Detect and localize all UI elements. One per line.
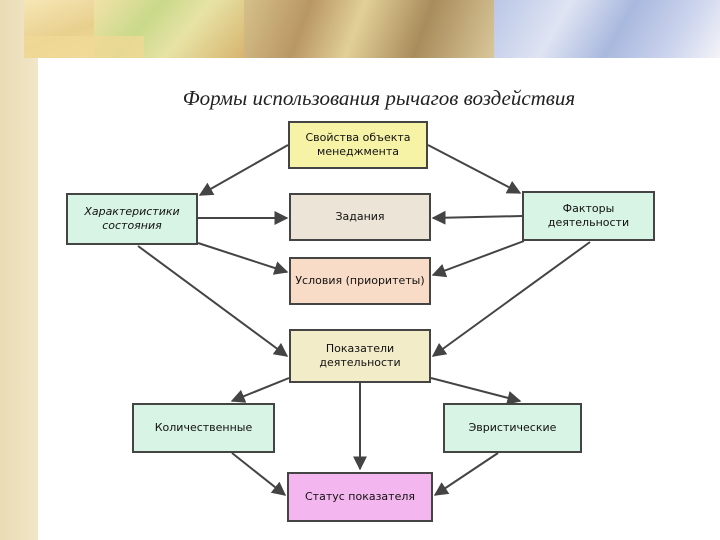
header-banner	[24, 0, 720, 58]
arrow-indicators-to-heuristic	[430, 377, 522, 405]
arrow-quantitative-to-status	[231, 452, 287, 496]
node-object-properties: Свойства объекта менеджмента	[288, 121, 428, 169]
banner-segment	[244, 0, 494, 58]
node-activity-indicators: Показатели деятельности	[289, 329, 431, 383]
node-tasks: Задания	[289, 193, 431, 241]
arrow-factors-to-indicators	[431, 241, 591, 357]
arrow-indicators-to-quantitative	[230, 377, 290, 403]
node-activity-factors: Факторы деятельности	[522, 191, 655, 241]
arrow-factors-to-tasks	[431, 210, 523, 225]
node-state-characteristics: Характеристики состояния	[66, 193, 198, 245]
node-quantitative: Количественные	[132, 403, 275, 453]
arrow-props-to-state	[198, 144, 289, 196]
arrow-props-to-factors	[427, 144, 522, 194]
banner-segment	[494, 0, 720, 58]
slide-title: Формы использования рычагов воздействия	[182, 86, 576, 110]
arrow-heuristic-to-status	[433, 452, 499, 496]
node-indicator-status: Статус показателя	[287, 472, 433, 522]
node-conditions: Условия (приоритеты)	[289, 257, 431, 305]
banner-segment	[24, 36, 144, 58]
arrow-factors-to-conditions	[431, 240, 525, 278]
arrow-state-to-conditions	[197, 242, 289, 275]
arrow-state-to-indicators	[137, 245, 289, 357]
node-heuristic: Эвристические	[443, 403, 582, 453]
left-decor-strip	[0, 0, 38, 540]
